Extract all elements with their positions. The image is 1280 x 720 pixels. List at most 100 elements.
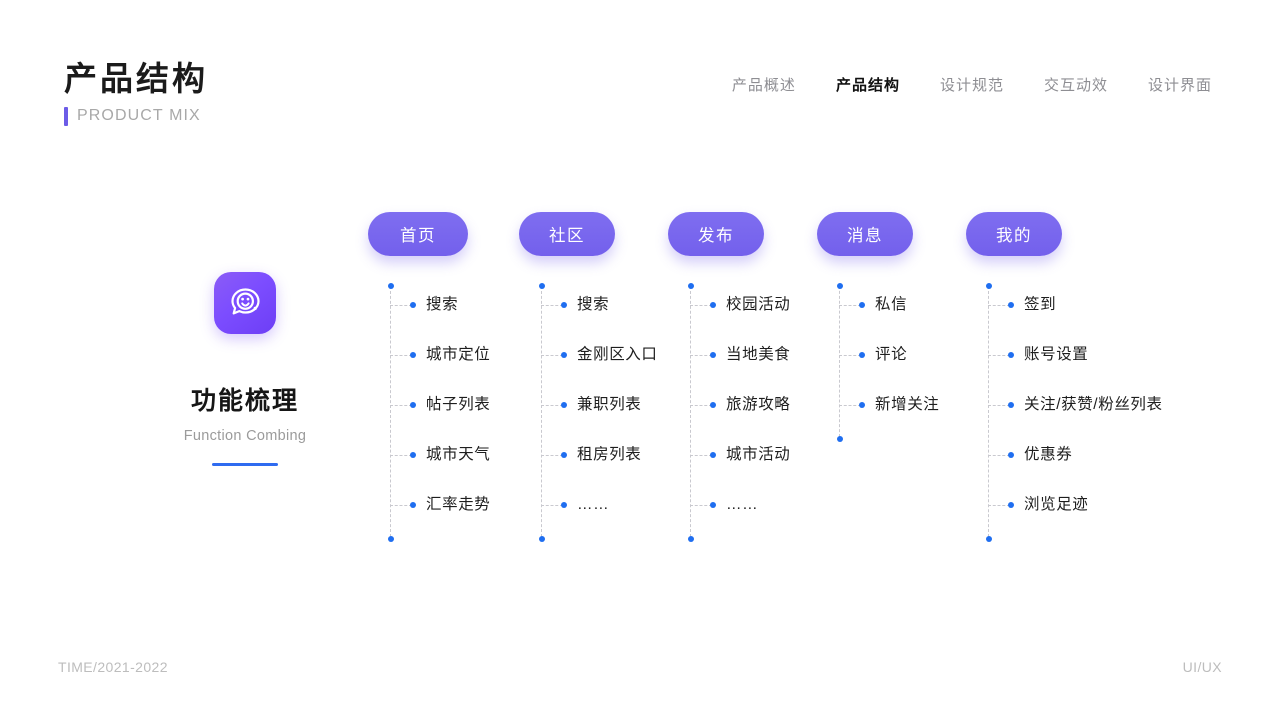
list-item[interactable]: 新增关注 xyxy=(839,380,1169,430)
page-title: 产品结构 xyxy=(64,60,208,97)
spine-dashed-line xyxy=(988,286,989,537)
page-title-block: 产品结构 PRODUCT MIX xyxy=(64,60,208,126)
list-item[interactable]: …… xyxy=(541,480,871,530)
column-items-0: 搜索城市定位帖子列表城市天气汇率走势 xyxy=(390,280,720,530)
item-dot xyxy=(1008,352,1014,358)
spine-dot-bottom xyxy=(985,536,992,542)
page-subtitle: PRODUCT MIX xyxy=(77,107,201,125)
footer-time: TIME/2021-2022 xyxy=(58,659,168,675)
item-dot xyxy=(561,352,567,358)
column-pill-4[interactable]: 我的 xyxy=(966,212,1062,256)
list-item[interactable]: 金刚区入口 xyxy=(541,330,871,380)
list-item[interactable]: 校园活动 xyxy=(690,280,1020,330)
column-items-4: 签到账号设置关注/获赞/粉丝列表优惠券浏览足迹 xyxy=(988,280,1280,530)
item-connector-line xyxy=(988,305,1010,306)
item-label: 当地美食 xyxy=(726,346,791,364)
item-label: 签到 xyxy=(1024,296,1057,314)
item-dot xyxy=(1008,402,1014,408)
item-dot xyxy=(859,402,865,408)
item-connector-line xyxy=(690,305,712,306)
spine-dashed-line xyxy=(690,286,691,537)
brand-block: 功能梳理 Function Combing xyxy=(130,272,360,466)
item-label: 账号设置 xyxy=(1024,346,1089,364)
nav-item-3[interactable]: 交互动效 xyxy=(1043,77,1108,94)
item-connector-line xyxy=(839,405,861,406)
structure-column-1: 社区搜索金刚区入口兼职列表租房列表…… xyxy=(519,212,657,542)
list-item[interactable]: 签到 xyxy=(988,280,1280,330)
item-dot xyxy=(410,352,416,358)
list-item[interactable]: 汇率走势 xyxy=(390,480,720,530)
list-item[interactable]: 兼职列表 xyxy=(541,380,871,430)
column-pill-3[interactable]: 消息 xyxy=(817,212,913,256)
item-dot xyxy=(561,502,567,508)
item-dot xyxy=(859,352,865,358)
app-smiley-chat-icon xyxy=(214,272,276,334)
list-item[interactable]: 城市天气 xyxy=(390,430,720,480)
item-label: 评论 xyxy=(875,346,908,364)
main-nav: 产品概述 产品结构 设计规范 交互动效 设计界面 xyxy=(712,71,1232,98)
item-label: 旅游攻略 xyxy=(726,396,791,414)
item-dot xyxy=(710,452,716,458)
item-label: 租房列表 xyxy=(577,446,642,464)
item-dot xyxy=(410,452,416,458)
nav-item-2[interactable]: 设计规范 xyxy=(939,77,1004,94)
column-pill-1[interactable]: 社区 xyxy=(519,212,615,256)
spine-dashed-line xyxy=(541,286,542,537)
column-items-2: 校园活动当地美食旅游攻略城市活动…… xyxy=(690,280,1020,530)
item-dot xyxy=(1008,502,1014,508)
list-item[interactable]: 搜索 xyxy=(390,280,720,330)
nav-item-4[interactable]: 设计界面 xyxy=(1147,77,1212,94)
spine-dot-bottom xyxy=(387,536,394,542)
item-label: 搜索 xyxy=(577,296,610,314)
item-connector-line xyxy=(690,455,712,456)
item-connector-line xyxy=(690,355,712,356)
item-connector-line xyxy=(390,405,412,406)
list-item[interactable]: 评论 xyxy=(839,330,1169,380)
list-item[interactable]: 城市定位 xyxy=(390,330,720,380)
item-connector-line xyxy=(839,305,861,306)
column-items-3: 私信评论新增关注 xyxy=(839,280,1169,430)
spine-dot-top xyxy=(538,283,545,289)
item-label: 校园活动 xyxy=(726,296,791,314)
nav-item-0[interactable]: 产品概述 xyxy=(731,77,796,94)
column-pill-2[interactable]: 发布 xyxy=(668,212,764,256)
item-dot xyxy=(561,402,567,408)
spine-dot-top xyxy=(985,283,992,289)
item-connector-line xyxy=(988,455,1010,456)
list-item[interactable]: …… xyxy=(690,480,1020,530)
item-connector-line xyxy=(541,505,563,506)
item-dot xyxy=(710,502,716,508)
spine-dot-top xyxy=(387,283,394,289)
item-label: 金刚区入口 xyxy=(577,346,658,364)
structure-column-3: 消息私信评论新增关注 xyxy=(817,212,939,442)
nav-item-1[interactable]: 产品结构 xyxy=(835,77,900,94)
list-item[interactable]: 城市活动 xyxy=(690,430,1020,480)
item-label: 兼职列表 xyxy=(577,396,642,414)
spine-dot-bottom xyxy=(836,436,843,442)
list-item[interactable]: 账号设置 xyxy=(988,330,1280,380)
spine-dot-top xyxy=(687,283,694,289)
column-pill-0[interactable]: 首页 xyxy=(368,212,468,256)
list-item[interactable]: 帖子列表 xyxy=(390,380,720,430)
item-connector-line xyxy=(390,505,412,506)
list-item[interactable]: 租房列表 xyxy=(541,430,871,480)
item-connector-line xyxy=(988,505,1010,506)
list-item[interactable]: 旅游攻略 xyxy=(690,380,1020,430)
item-connector-line xyxy=(690,505,712,506)
list-item[interactable]: 私信 xyxy=(839,280,1169,330)
item-dot xyxy=(710,402,716,408)
item-dot xyxy=(1008,302,1014,308)
item-dot xyxy=(710,302,716,308)
list-item[interactable]: 浏览足迹 xyxy=(988,480,1280,530)
list-item[interactable]: 搜索 xyxy=(541,280,871,330)
accent-bar xyxy=(64,106,68,126)
list-item[interactable]: 优惠券 xyxy=(988,430,1280,480)
list-item[interactable]: 关注/获赞/粉丝列表 xyxy=(988,380,1280,430)
item-label: 浏览足迹 xyxy=(1024,496,1089,514)
list-item[interactable]: 当地美食 xyxy=(690,330,1020,380)
structure-column-2: 发布校园活动当地美食旅游攻略城市活动…… xyxy=(668,212,790,542)
item-dot xyxy=(410,402,416,408)
structure-column-0: 首页搜索城市定位帖子列表城市天气汇率走势 xyxy=(368,212,490,542)
item-label: 优惠券 xyxy=(1024,446,1073,464)
